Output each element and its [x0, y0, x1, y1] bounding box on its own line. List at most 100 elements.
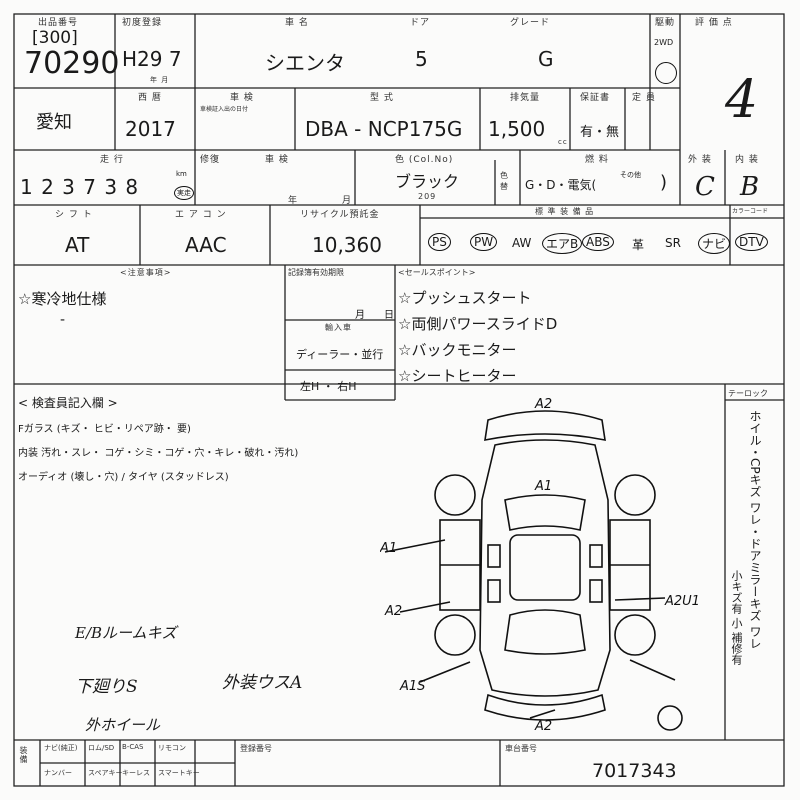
mark-a1-windshield: A1	[534, 479, 552, 494]
shift-label: シ フ ト	[55, 210, 93, 220]
ext-label: 外 装	[688, 155, 712, 165]
sales-point-4: ☆シートヒーター	[398, 367, 517, 385]
wheel-front-left	[434, 474, 476, 516]
sales-point-1: ☆プッシュスタート	[398, 289, 532, 307]
color-no: 209	[418, 192, 437, 201]
recycle-label: リサイクル預託金	[300, 210, 380, 220]
footer-smart-key: スマートキー	[158, 769, 200, 777]
mark-a2-rear: A2	[534, 719, 552, 734]
inspect-label: 記録簿有効期限	[288, 268, 344, 277]
option-label: カラーコード	[732, 208, 769, 215]
vin-label: 車台番号	[505, 744, 537, 753]
footer-keyless: キーレス	[122, 769, 150, 777]
repair-label: 修復	[200, 155, 221, 165]
equip-ps: PS	[428, 233, 451, 251]
wheel-front-right	[614, 474, 656, 516]
ac-label: エ ア コ ン	[175, 210, 227, 220]
warranty-label: 保証書	[580, 93, 611, 103]
equip-aw: AW	[512, 236, 532, 250]
mark-a1-left: A1	[380, 541, 397, 556]
car-body	[479, 439, 611, 697]
side-text-2: 小キズ有 小 補修有	[730, 570, 743, 665]
lot-code: [300]	[32, 28, 78, 48]
capacity-label: 定 員	[632, 93, 656, 103]
windshield	[504, 494, 586, 531]
hand-note-1: E/Bルームキズ	[75, 624, 177, 642]
footer-bcas: B-CAS	[122, 743, 144, 751]
year-label: 西 暦	[138, 93, 162, 103]
glass-line: Fガラス (キズ・ ヒビ・リペア跡・ 要)	[18, 424, 191, 435]
wheel-rear-right	[614, 614, 656, 656]
year-value: 2017	[125, 117, 176, 141]
mark-a2-left: A2	[384, 604, 402, 619]
recycle-value: 10,360	[312, 233, 382, 257]
import-label: 輸入車	[325, 323, 352, 332]
year-unit: 年	[288, 196, 299, 206]
spare-tire-icon	[657, 705, 683, 731]
shaken-label: 車 検	[230, 93, 254, 103]
inspection-title: < 検査員記入欄 >	[18, 396, 118, 410]
footer-remote: リモコン	[158, 744, 186, 752]
area-value: 愛知	[36, 112, 72, 133]
footer-equip-label: 装備	[19, 746, 28, 764]
interior-line: 内装 汚れ・スレ・ コゲ・シミ・コゲ・穴・キレ・破れ・汚れ)	[18, 448, 299, 459]
reg-value: H29 7	[122, 47, 182, 71]
model-value: DBA - NCP175G	[305, 117, 463, 141]
wheel-rear-left	[434, 614, 476, 656]
mark-a2u1-right: A2U1	[664, 594, 700, 609]
ac-value: AAC	[185, 233, 227, 257]
equip-navi: ナビ	[698, 233, 731, 254]
shift-value: AT	[65, 233, 90, 257]
fuel-close: )	[660, 172, 668, 193]
mark-a2-front: A2	[534, 397, 552, 412]
equip-dtv: DTV	[735, 233, 768, 251]
reg-label: 初度登録	[122, 18, 163, 28]
door-label: ドア	[410, 18, 431, 28]
shaken-label-2: 車 検	[265, 155, 289, 165]
sales-label: <セールスポイント>	[398, 268, 476, 277]
audio-line: オーディオ (壊し・穴) / タイヤ (スタッドレス)	[18, 472, 229, 483]
hand-note-3: 外装ウスA	[222, 673, 303, 693]
equip-sr: SR	[665, 236, 681, 250]
caution-line-2: -	[60, 312, 66, 328]
month-unit: 月	[342, 196, 353, 206]
hand-note-4: 外ホイール	[85, 716, 161, 734]
int-value: B	[740, 172, 760, 202]
int-label: 内 装	[735, 155, 759, 165]
side-label: テーロック	[728, 389, 768, 398]
drive-circle-icon	[655, 62, 677, 84]
fuel-label: 燃 料	[585, 155, 609, 165]
hand-note-2: 下廻りS	[75, 677, 138, 697]
month-label: 月	[355, 310, 365, 321]
score-label: 評 価 点	[695, 18, 733, 28]
mileage-tag: 実走	[174, 186, 194, 200]
ext-value: C	[695, 172, 715, 202]
lot-number: 70290	[24, 46, 120, 81]
name-label: 車 名	[285, 18, 309, 28]
side-text: ホイル・CPキズ ワレ・ドアミラーキズ ワレ	[748, 410, 762, 650]
caution-label: <注意事項>	[120, 268, 172, 277]
day-label: 日	[384, 310, 394, 321]
equip-pw: PW	[470, 233, 498, 251]
mark-a1s-rear: A1S	[399, 679, 425, 694]
footer-plate: ナンバー	[44, 769, 72, 777]
cc-value: 1,500	[488, 117, 546, 141]
mileage-unit: km	[176, 170, 187, 178]
color-label: 色 (Col.No)	[395, 155, 454, 165]
grade-label: グレード	[510, 18, 551, 28]
door-value: 5	[415, 47, 428, 71]
drive-value: 2WD	[654, 38, 674, 47]
footer-rom: ロム/SD	[88, 744, 115, 752]
caution-line-1: ☆寒冷地仕様	[18, 290, 107, 308]
color-value: ブラック	[395, 172, 460, 191]
shaken-sub: 車検証入出の日付	[200, 106, 249, 113]
grade-value: G	[538, 47, 554, 71]
sales-point-2: ☆両側パワースライドD	[398, 315, 558, 333]
footer-reg-label: 登録番号	[240, 744, 272, 753]
warranty-value: 有・無	[580, 125, 620, 140]
equip-airbag: エアB	[542, 233, 583, 254]
front-bumper	[484, 410, 606, 442]
equip-abs: ABS	[582, 233, 614, 251]
